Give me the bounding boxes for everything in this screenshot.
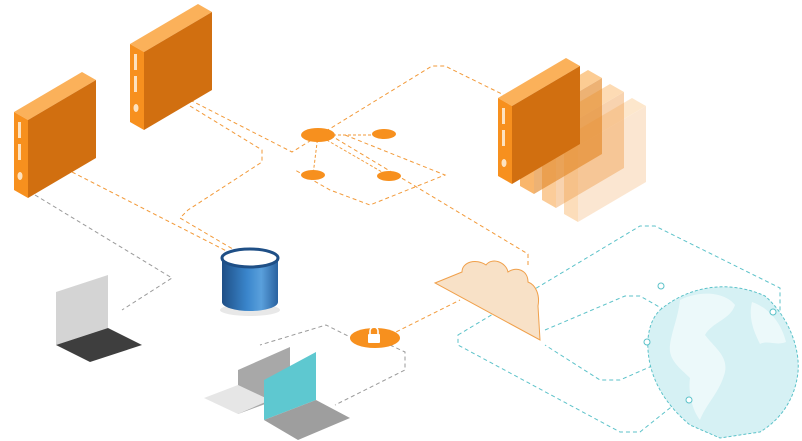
database-icon	[220, 247, 280, 316]
laptop-teal-icon	[264, 352, 350, 440]
hub-node-2	[301, 170, 325, 180]
connector-serverleft-laptop	[34, 194, 173, 311]
lock-icon	[350, 326, 400, 348]
connector-cloud-globe-outer	[457, 225, 781, 433]
connector-hub-loop	[294, 134, 447, 206]
server-stack-icon	[498, 58, 646, 222]
connector-servertop-db	[179, 105, 263, 259]
connector-lock-cloud	[389, 299, 461, 336]
connector-serverleft-db	[71, 171, 249, 263]
hub-node-main	[301, 128, 335, 142]
laptops-pair-icon	[204, 347, 350, 440]
connectors-gray	[34, 194, 406, 406]
globe-point-2	[643, 338, 651, 346]
globe-point-1	[657, 282, 665, 290]
laptop-left-icon	[56, 275, 142, 362]
globe-point-3	[769, 308, 777, 316]
server-stack-front	[498, 58, 580, 184]
network-hub-icon	[301, 128, 401, 181]
connector-servertop-hub	[189, 65, 511, 153]
server-top-icon	[130, 4, 212, 130]
hub-node-3	[377, 171, 401, 181]
server-left-icon	[14, 72, 96, 198]
hub-node-1	[372, 129, 396, 139]
globe-point-4	[685, 396, 693, 404]
globe-icon	[643, 282, 799, 439]
cloud-icon	[433, 260, 541, 341]
connector-lock-laptops	[259, 324, 361, 346]
connector-lock-laptops2	[334, 344, 406, 406]
